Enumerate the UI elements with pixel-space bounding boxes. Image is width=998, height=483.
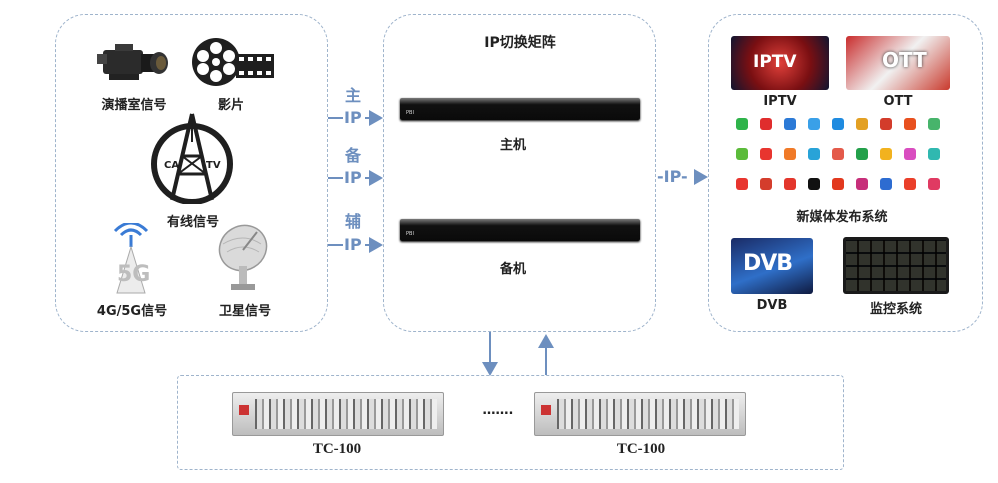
output-ott-label: OTT [883,94,913,109]
link-backup-label: 备 [345,146,362,165]
backup-unit-device: PBI [400,219,640,241]
tc100-device-right [534,392,746,436]
satellite-dish-icon [218,224,268,290]
output-dvb-label: DVB [756,298,788,313]
matrix-panel [383,14,656,332]
newmedia-app-grid [736,118,946,204]
dvb-thumbnail: DVB [731,238,813,294]
source-mobile-label: 4G/5G信号 [96,304,168,319]
cable-tv-tower-icon: CA TV [151,113,233,204]
monitor-wall-thumbnail [843,237,949,294]
link-aux-label: 辅 [345,212,362,231]
cable-logo-tv: TV [206,160,221,171]
main-unit-device: PBI [400,98,640,120]
main-unit-label: 主机 [499,138,526,153]
cable-logo-ca: CA [164,160,179,171]
devices-ellipsis: ……. [482,403,514,418]
link-main-ip: IP [344,108,362,127]
output-ip-label: -IP- [657,167,688,186]
outputs-panel [708,14,983,332]
mobile-logo-text: 5G [117,262,150,287]
ott-logo-text: OTT [882,48,927,72]
film-reel-icon [192,38,274,86]
output-iptv-label: IPTV [763,94,797,109]
sources-panel [55,14,328,332]
output-monitor-label: 监控系统 [869,302,922,317]
ott-thumbnail: OTT [846,36,950,90]
tc100-device-left [232,392,444,436]
source-film-label: 影片 [217,98,244,113]
source-studio-label: 演播室信号 [101,98,167,113]
link-backup-ip: IP [344,168,362,187]
iptv-logo-text: IPTV [753,52,797,72]
matrix-title: IP切换矩阵 [484,35,556,51]
link-aux-ip: IP [344,235,362,254]
iptv-thumbnail: IPTV [731,36,829,90]
backup-unit-label: 备机 [499,262,526,277]
source-cable-label: 有线信号 [166,215,219,230]
studio-camera-icon [97,44,168,80]
mobile-5g-icon: 5G [113,223,150,294]
output-newmedia-label: 新媒体发布系统 [796,210,888,225]
devices-panel [177,375,844,470]
tc100-right-label: TC-100 [616,441,666,457]
link-main-label: 主 [345,86,362,105]
source-satellite-label: 卫星信号 [218,304,271,319]
dvb-logo-text: DVB [743,251,793,276]
tc100-left-label: TC-100 [312,441,362,457]
